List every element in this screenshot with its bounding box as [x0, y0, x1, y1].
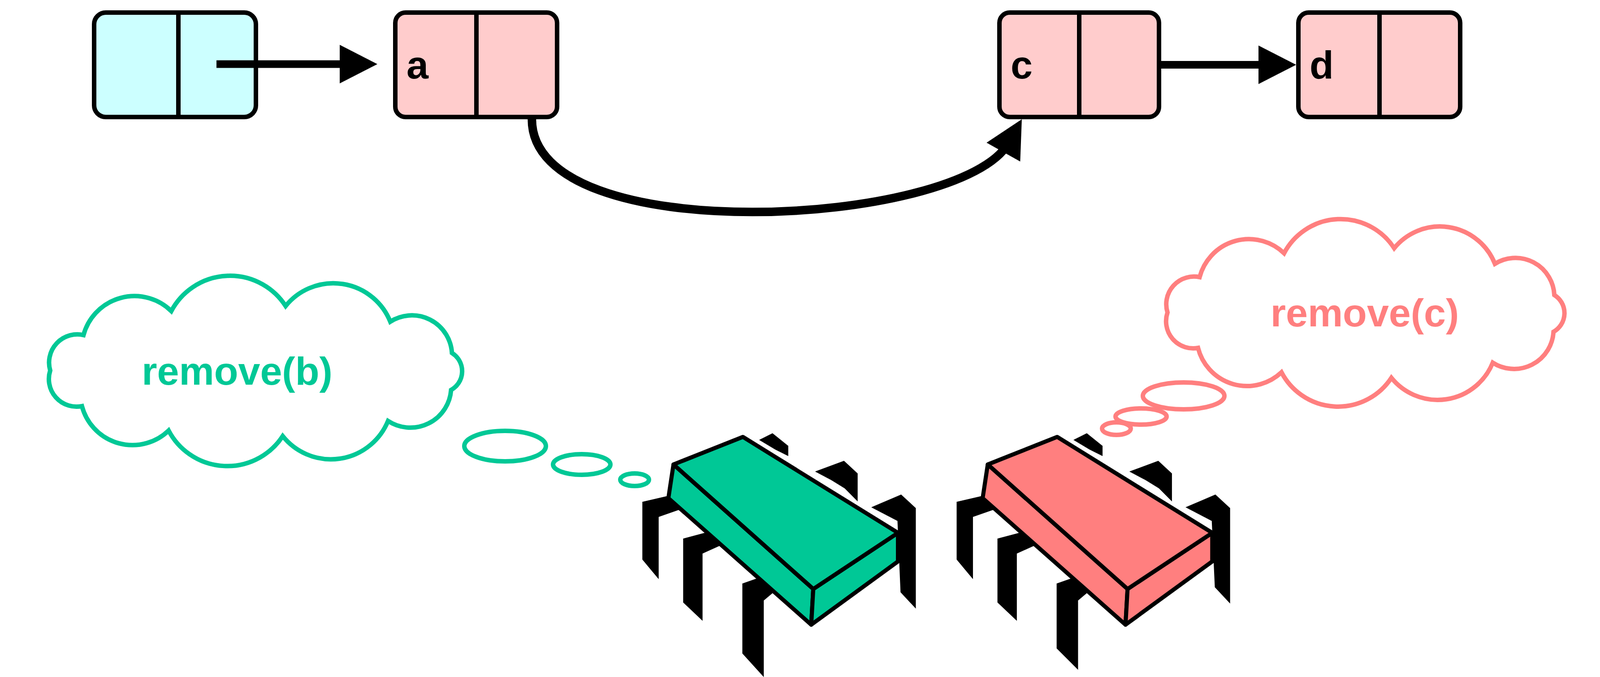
thought-bubble: [1102, 422, 1131, 435]
list-node: d: [1296, 10, 1463, 120]
cell-divider: [176, 12, 181, 117]
pointer-arrow: [531, 119, 1009, 212]
arrow-head: [1258, 45, 1297, 85]
thought-cloud: remove(b): [15, 270, 495, 472]
thought-text: remove(c): [1270, 289, 1460, 336]
thought-bubble: [620, 473, 649, 486]
node-value: c: [1010, 42, 1033, 88]
processor-chip: [957, 433, 1230, 669]
cloud-outline: [48, 275, 463, 466]
node-value: d: [1309, 42, 1334, 88]
pointer-arrow: [1161, 60, 1270, 69]
cell-divider: [1076, 14, 1082, 115]
list-node: a: [393, 10, 560, 120]
pointer-line: [216, 60, 346, 69]
cell-divider: [474, 14, 479, 115]
arrow-head: [986, 119, 1022, 162]
node-value: a: [406, 42, 429, 88]
thought-bubble: [553, 454, 611, 475]
thought-text: remove(b): [141, 348, 333, 394]
thought-cloud: remove(c): [1132, 212, 1597, 414]
processor-chip: [642, 433, 916, 676]
thought-bubble: [464, 430, 546, 462]
thought-bubble: [1142, 382, 1225, 410]
arrow-head: [339, 44, 378, 84]
list-node: c: [997, 10, 1162, 120]
cell-divider: [1377, 14, 1382, 115]
cloud-outline: [1166, 219, 1565, 407]
